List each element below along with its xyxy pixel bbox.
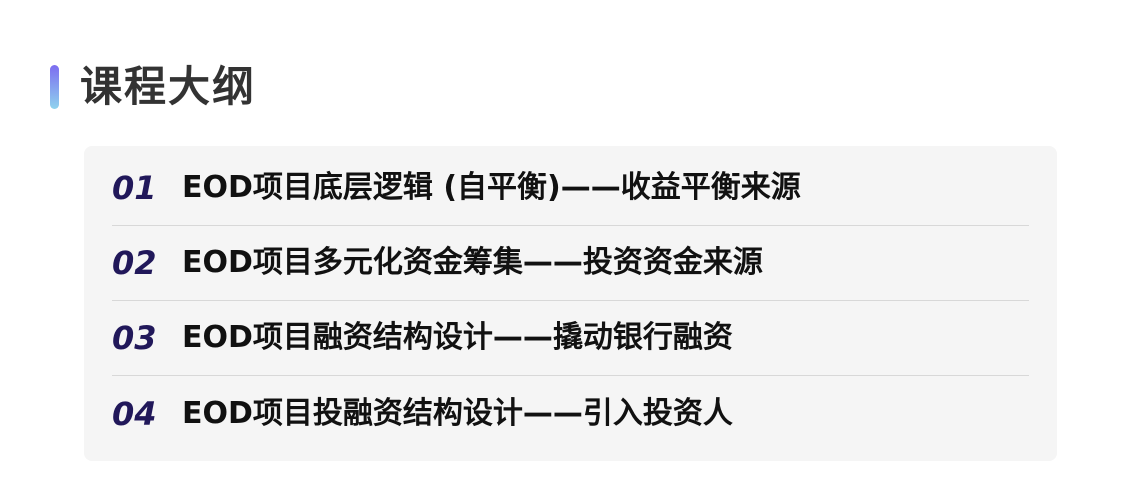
outline-item-04: 04 EOD项目投融资结构设计——引入投资人 <box>112 376 1029 451</box>
outline-item-number: 04 <box>112 394 157 433</box>
outline-item-02: 02 EOD项目多元化资金筹集——投资资金来源 <box>112 226 1029 301</box>
outline-item-number: 02 <box>112 244 157 282</box>
outline-item-text: EOD项目多元化资金筹集——投资资金来源 <box>182 245 763 280</box>
section-header: 课程大纲 <box>50 62 256 112</box>
outline-item-number: 03 <box>112 319 157 357</box>
outline-item-text: EOD项目融资结构设计——撬动银行融资 <box>182 320 733 355</box>
page-title: 课程大纲 <box>80 62 257 111</box>
outline-item-number: 01 <box>112 169 157 207</box>
outline-item-text: EOD项目投融资结构设计——引入投资人 <box>182 395 733 431</box>
title-accent-bar <box>50 65 59 109</box>
course-outline-card: 01 EOD项目底层逻辑 (自平衡)——收益平衡来源 02 EOD项目多元化资金… <box>84 146 1057 461</box>
outline-item-text: EOD项目底层逻辑 (自平衡)——收益平衡来源 <box>182 170 801 205</box>
outline-item-03: 03 EOD项目融资结构设计——撬动银行融资 <box>112 301 1029 376</box>
outline-item-01: 01 EOD项目底层逻辑 (自平衡)——收益平衡来源 <box>112 151 1029 226</box>
